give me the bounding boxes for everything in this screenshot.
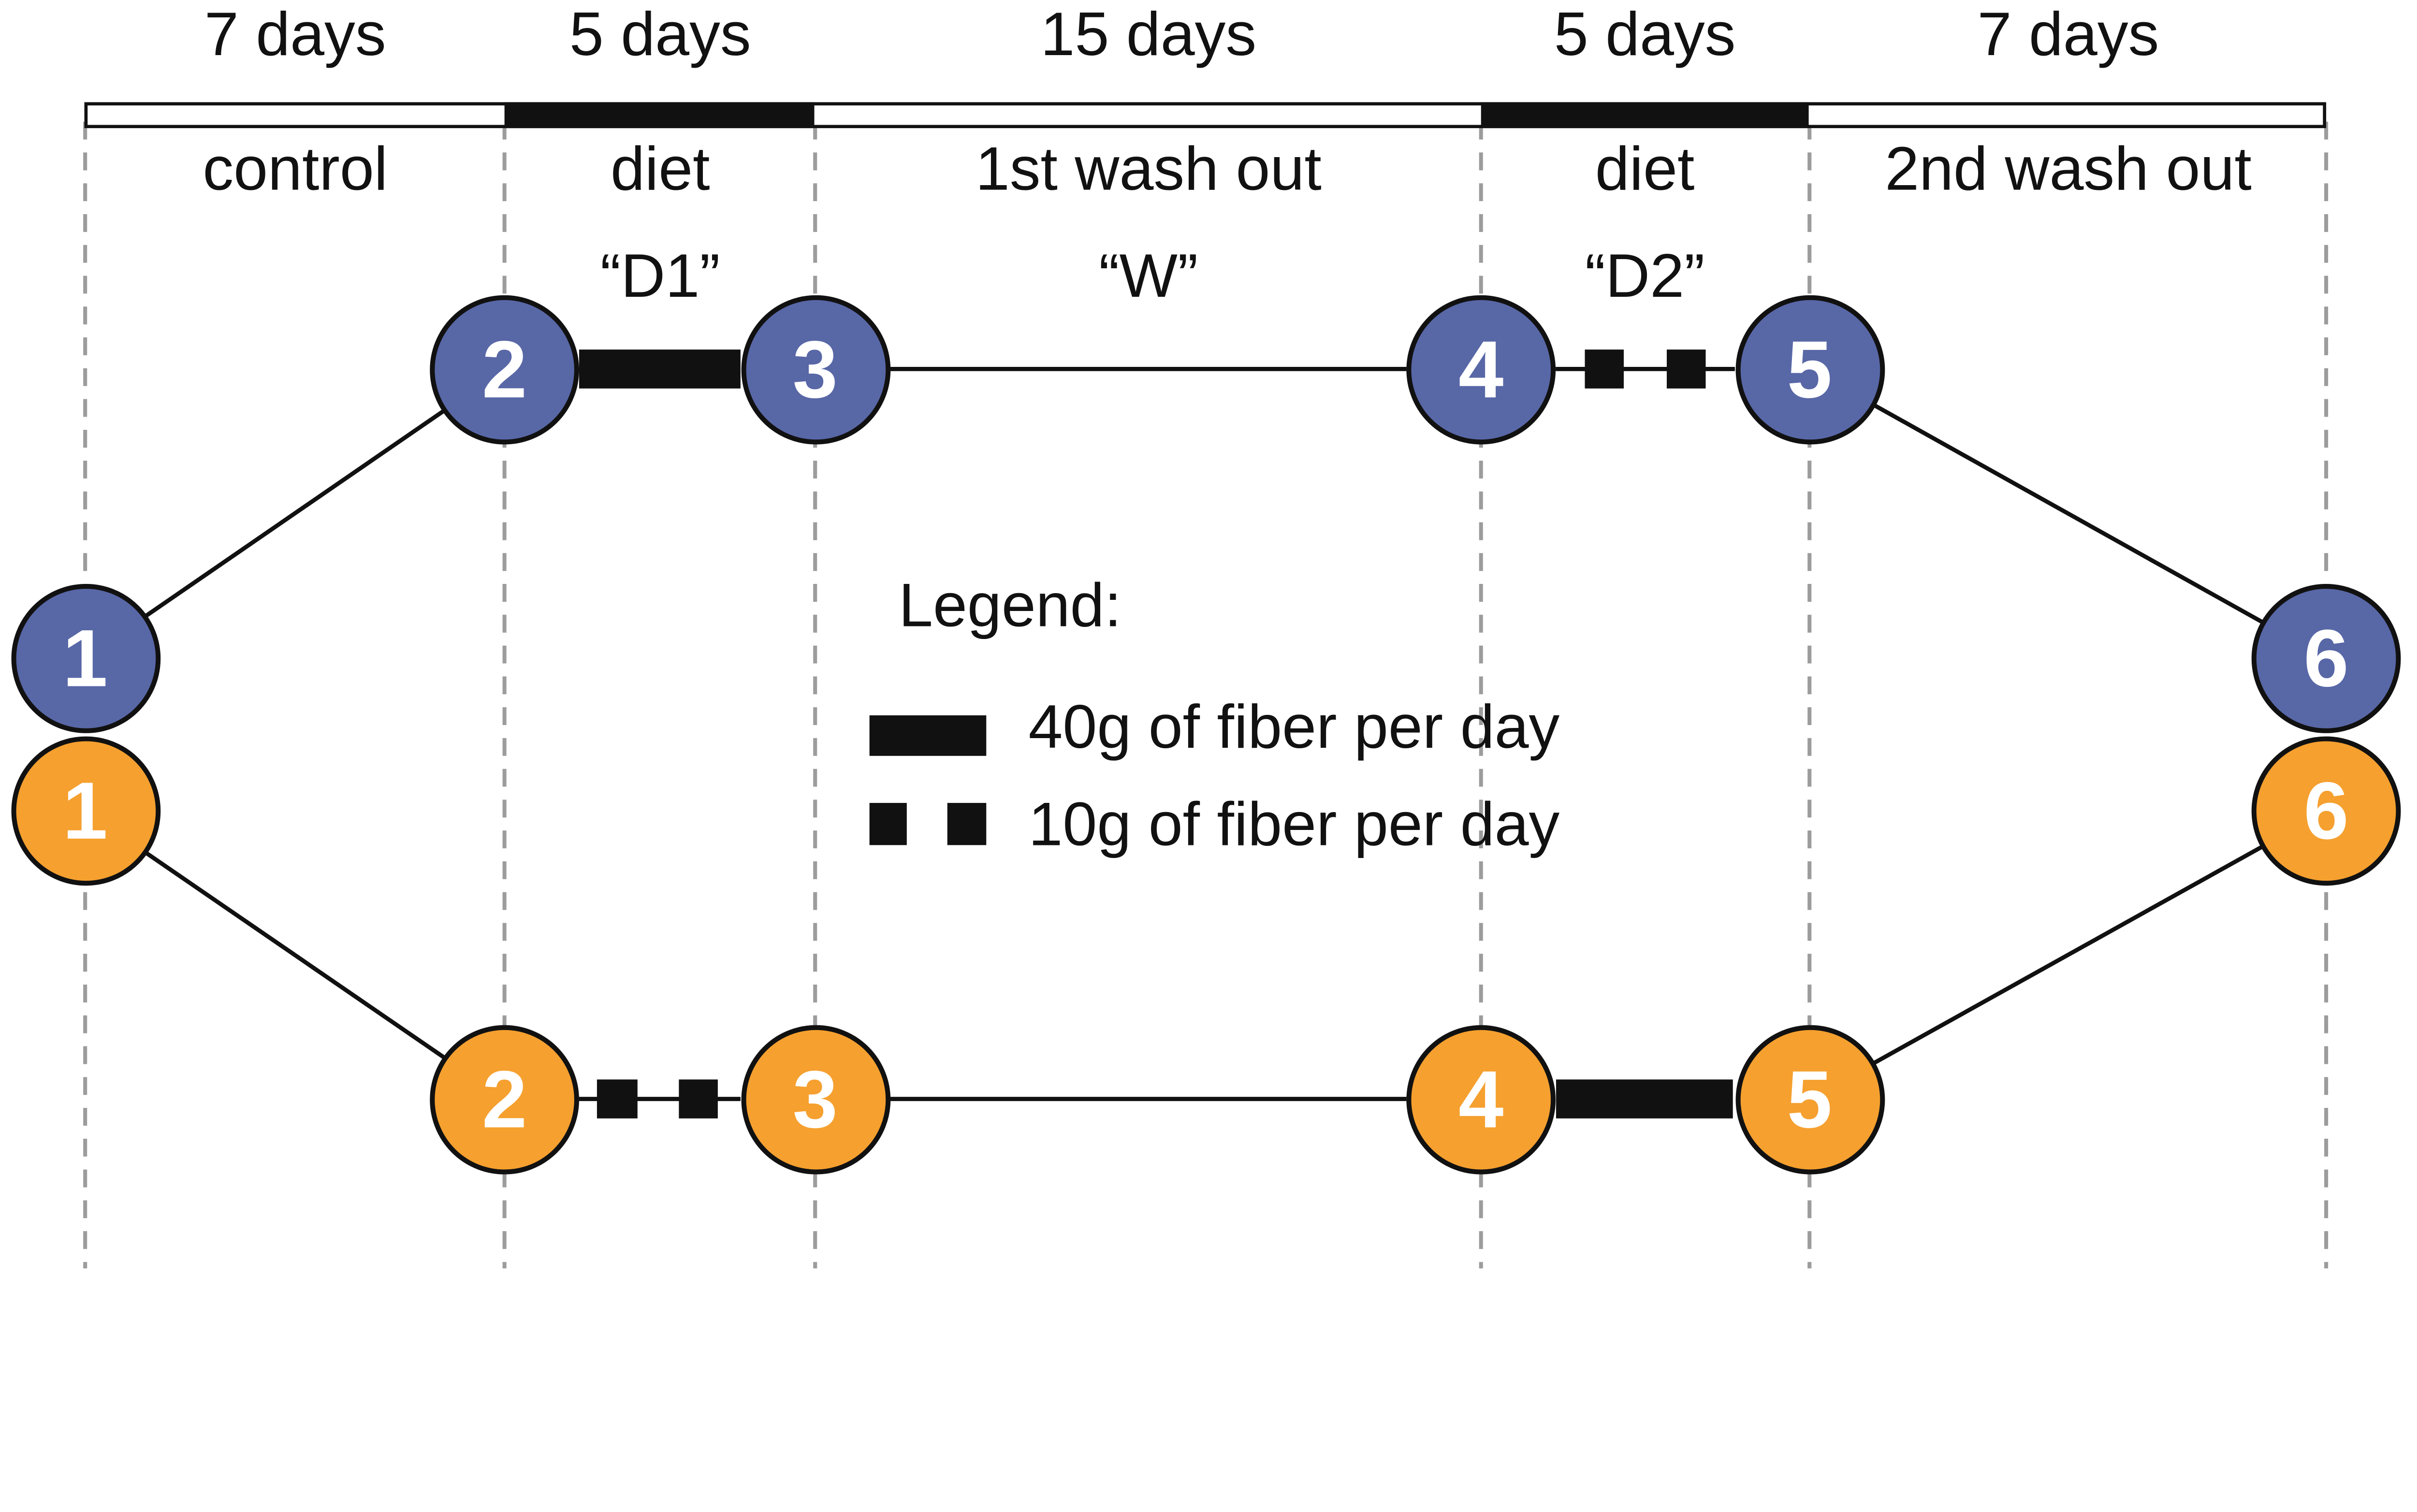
phase-code-d2: “D2” [1585, 243, 1705, 312]
phase-code-d1: “D1” [600, 243, 720, 312]
node-orange-3: 3 [740, 1024, 890, 1174]
connector-blue-5-6 [1808, 367, 2328, 660]
scale-wrapper: 7 days 5 days 15 days 5 days 7 days cont… [10, 1, 2401, 1269]
study-design-figure: 7 days 5 days 15 days 5 days 7 days cont… [10, 1, 2401, 1269]
legend-item-label: 10g of fiber per day [1028, 791, 1560, 860]
node-blue-5: 5 [1734, 294, 1884, 444]
ten-gram-square-orange [679, 1079, 718, 1119]
phase-name: diet [610, 136, 710, 204]
connector-orange-5-6 [1808, 809, 2328, 1101]
phase-name: control [203, 136, 388, 204]
phase-name: 2nd wash out [1885, 136, 2252, 204]
connector-orange-1-2 [84, 809, 506, 1101]
node-orange-2: 2 [430, 1024, 579, 1174]
node-blue-2: 2 [430, 294, 579, 444]
legend-item-label: 40g of fiber per day [1028, 694, 1560, 763]
node-blue-3: 3 [740, 294, 890, 444]
forty-gram-bar-blue-2-3 [579, 349, 741, 389]
node-number: 2 [481, 323, 527, 415]
node-number: 6 [2303, 612, 2349, 703]
phase-duration: 5 days [1554, 1, 1736, 70]
node-number: 4 [1458, 1053, 1504, 1145]
node-orange-1: 1 [10, 736, 160, 886]
node-blue-4: 4 [1406, 294, 1556, 444]
phase-duration: 7 days [204, 1, 386, 70]
node-blue-6: 6 [2251, 583, 2401, 733]
phase-name: 1st wash out [975, 136, 1322, 204]
node-number: 1 [62, 765, 108, 857]
phase-duration: 5 days [569, 1, 751, 70]
legend-10g-square-icon [869, 803, 907, 845]
connector-blue-1-2 [84, 367, 506, 660]
timeline-bar [84, 102, 2327, 129]
node-number: 5 [1787, 1053, 1832, 1145]
node-number: 3 [792, 1053, 838, 1145]
node-number: 4 [1458, 323, 1504, 415]
node-number: 6 [2303, 765, 2349, 857]
phase-duration: 7 days [1977, 1, 2159, 70]
phase-name: diet [1595, 136, 1695, 204]
legend-40g-bar-icon [869, 715, 987, 756]
legend-title: Legend: [899, 572, 1122, 641]
legend-10g-square-icon [947, 803, 987, 845]
node-number: 2 [481, 1053, 527, 1145]
node-number: 3 [792, 323, 838, 415]
phase-duration: 15 days [1040, 1, 1257, 70]
node-number: 5 [1787, 323, 1832, 415]
ten-gram-square-orange [597, 1079, 638, 1119]
ten-gram-square-blue [1666, 349, 1706, 389]
forty-gram-bar-orange-4-5 [1556, 1079, 1733, 1119]
ten-gram-square-blue [1585, 349, 1624, 389]
node-orange-6: 6 [2251, 736, 2401, 886]
node-number: 1 [62, 612, 108, 703]
phase-code-w: “W” [1099, 243, 1198, 312]
node-orange-4: 4 [1406, 1024, 1556, 1174]
node-orange-5: 5 [1734, 1024, 1884, 1174]
timeline-diet1-segment [503, 102, 815, 129]
node-blue-1: 1 [10, 583, 160, 733]
timeline-diet2-segment [1480, 102, 1809, 129]
